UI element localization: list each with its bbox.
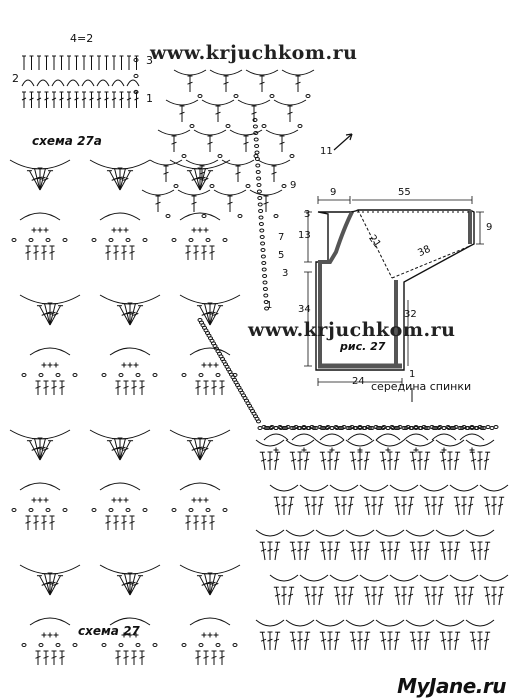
dim-side-left: 34 [298,304,311,315]
center-tick-label: 1 [409,369,416,380]
dim-cuff: 9 [486,222,493,233]
dim-side-right: 32 [404,309,417,320]
site-logo[interactable]: MyJane.ru [397,674,506,698]
stitch-pattern [9,69,509,665]
dim-top-width: 55 [398,187,411,198]
row-label-3: 3 [282,268,289,279]
scheme-27a-title: схема 27а [32,134,102,148]
dim-top-left: 9 [330,187,337,198]
dim-armhole: 13 [298,230,311,241]
row-label-1: 1 [266,300,273,311]
row-label-5: 5 [278,250,285,261]
dim-top-drop: 3 [304,209,311,220]
watermark-mid[interactable]: www.krjuchkom.ru [248,319,456,341]
scheme-27a [21,55,140,108]
sweater-diagram [296,188,502,386]
scheme-27-title: схема 27 [78,624,140,638]
dim-bottom: 24 [352,376,365,387]
small-row-3: 3 [146,54,153,67]
row-label-7: 7 [278,232,285,243]
watermark-top[interactable]: www.krjuchkom.ru [150,42,358,64]
figure-title: рис. 27 [340,340,386,353]
small-row-2: 2 [12,72,19,85]
row-label-11: 11 [320,146,333,157]
center-back-label: середина спинки [371,380,472,393]
small-row-1: 1 [146,92,153,105]
row-label-9: 9 [290,180,297,191]
direction-arrow [333,133,353,151]
repeat-label: 4=2 [70,32,94,45]
